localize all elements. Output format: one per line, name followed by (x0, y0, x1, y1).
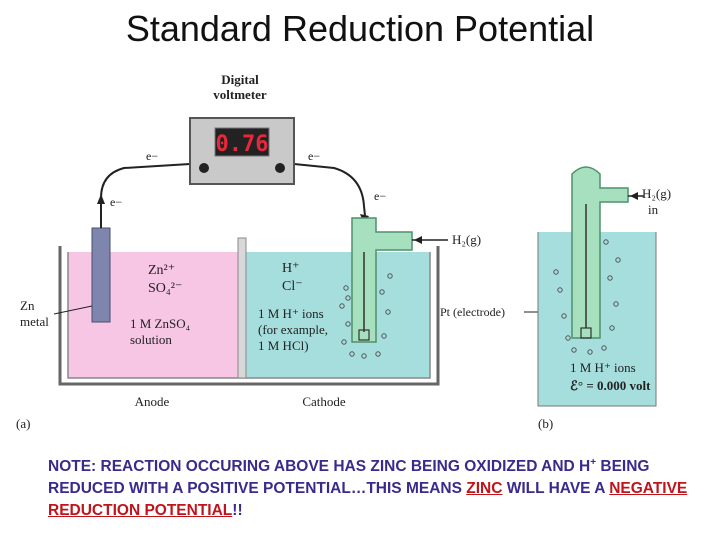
note-negative-reduction-potential: NEGATIVE REDUCTION POTENTIAL (48, 480, 688, 520)
anode-label: Anode (135, 394, 170, 409)
zinc-electrode (91, 227, 111, 323)
note-part-3: WILL HAVE A (502, 480, 610, 498)
panel-b-label: (b) (538, 416, 553, 431)
h2-bubbles-b (553, 239, 621, 355)
znso4-label-2: solution (130, 332, 172, 347)
electron-label-3: e− (110, 195, 122, 209)
voltmeter-label-2: voltmeter (213, 87, 267, 102)
cl-ion-label: Cl⁻ (282, 279, 303, 294)
note-part-2: BEING REDUCED WITH A POSITIVE POTENTIAL…… (48, 458, 650, 498)
voltmeter-terminal-right (275, 163, 285, 173)
note-part-1: NOTE: REACTION OCCURING ABOVE HAS ZINC B… (48, 458, 591, 476)
h-ion-label: H⁺ (282, 261, 300, 276)
h2-in-label-1: H₂(g) (642, 186, 671, 201)
zn-ion-label: Zn²⁺ (148, 263, 175, 278)
electron-label-4: e− (374, 189, 386, 203)
voltmeter-reading: 0.76 (216, 132, 269, 157)
note-zinc: ZINC (466, 480, 503, 498)
note-end: !! (232, 502, 243, 520)
cathode-label: Cathode (302, 394, 346, 409)
b-text-2: ℰ° = 0.000 volt (570, 378, 651, 393)
voltmeter-label-1: Digital (221, 72, 259, 87)
cathode-text-1: 1 M H⁺ ions (258, 306, 324, 321)
page-title: Standard Reduction Potential (125, 8, 595, 49)
electron-label-2: e− (308, 149, 320, 163)
electron-label-1: e− (146, 149, 158, 163)
cathode-text-2: (for example, (258, 322, 328, 337)
glass-tube-a (351, 217, 413, 343)
salt-bridge-divider (237, 237, 247, 379)
cathode-text-3: 1 M HCl) (258, 338, 309, 353)
h2-gas-label-a: H₂(g) (452, 232, 481, 247)
h2-bubbles-a (339, 273, 393, 359)
h2-in-label-2: in (648, 202, 659, 217)
cathode-solution (246, 252, 430, 378)
electrochemical-cell-diagram: 0.76 Digital voltmeter e− e− e− e− Zn²⁺ … (16, 72, 671, 431)
znso4-label-1: 1 M ZnSO₄ (130, 316, 191, 331)
voltmeter-display (214, 127, 270, 157)
note-sup: + (590, 457, 597, 468)
zn-metal-label-2: metal (20, 314, 49, 329)
pt-electrode-label: Pt (electrode) (440, 305, 505, 319)
so4-ion-label: SO₄²⁻ (148, 281, 182, 296)
b-text-1: 1 M H⁺ ions (570, 360, 636, 375)
voltmeter-terminal-left (199, 163, 209, 173)
beaker-outline (58, 246, 440, 386)
panel-a-label: (a) (16, 416, 30, 431)
zn-metal-label-1: Zn (20, 298, 35, 313)
note-text: NOTE: REACTION OCCURING ABOVE HAS ZINC B… (48, 452, 688, 522)
wire-right (293, 163, 367, 227)
